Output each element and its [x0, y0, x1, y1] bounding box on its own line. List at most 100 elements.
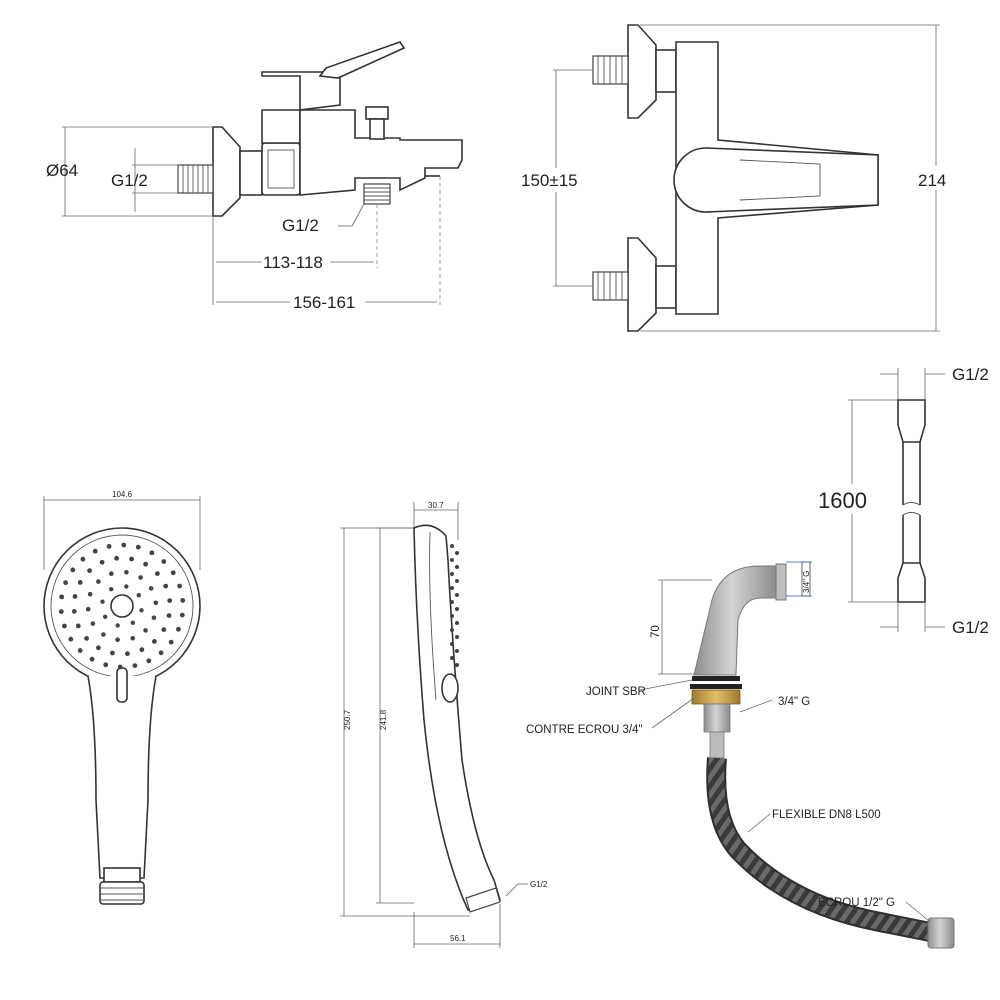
nozzle-dot — [177, 583, 183, 589]
nozzle-dot — [138, 575, 143, 580]
side-nozzle-dot — [450, 628, 454, 632]
nozzle-dot — [161, 627, 167, 632]
height-label: 214 — [918, 171, 946, 190]
side-nozzle-dot — [455, 593, 459, 597]
nozzle-dot — [167, 598, 173, 603]
nut-label: ECROU 1/2" G — [818, 897, 895, 909]
hose-top-thread-label: G1/2 — [952, 365, 989, 384]
mixer-front-view: 150±15 214 — [521, 24, 946, 332]
lock-nut-label: CONTRE ECROU 3/4" — [526, 724, 643, 736]
outlet-thread-label: G1/2 — [282, 216, 319, 235]
nozzle-dot — [87, 568, 92, 573]
nozzle-dot — [179, 612, 185, 618]
nozzle-dot — [149, 550, 155, 556]
nozzle-dot — [136, 593, 141, 598]
nozzle-dot — [77, 580, 83, 585]
dimension-long-label: 156-161 — [293, 293, 355, 312]
side-nozzle-pattern — [450, 544, 459, 667]
nozzle-dot — [89, 656, 95, 662]
nozzle-dot — [121, 542, 127, 548]
diameter-label: Ø64 — [46, 161, 78, 180]
side-nozzle-dot — [455, 565, 459, 569]
nozzle-dot — [135, 544, 141, 550]
hose-bottom-thread-label: G1/2 — [952, 618, 989, 637]
nozzle-dot — [155, 571, 160, 576]
nozzle-dot — [106, 544, 112, 549]
nozzle-dot — [161, 559, 167, 564]
nozzle-dot — [90, 621, 96, 626]
hand-shower-front-view: 104.6 — [43, 490, 201, 905]
flexible-label: FLEXIBLE DN8 L500 — [772, 809, 881, 821]
nozzle-dot — [96, 645, 101, 651]
nozzle-dot — [114, 555, 119, 561]
nozzle-dot — [170, 570, 176, 576]
nozzle-dot — [124, 570, 129, 575]
side-total-length-label: 250.7 — [343, 709, 352, 730]
side-nozzle-dot — [455, 649, 459, 653]
nozzle-dot — [158, 650, 164, 656]
nozzle-dot — [59, 594, 65, 600]
nozzle-dot — [87, 591, 93, 597]
connector-thread-label: 3/4" G — [778, 696, 810, 708]
side-nozzle-dot — [450, 656, 454, 660]
connector-assembly: 3/4" G 70 JOINT SBR CONTRE ECROU 3/4" 3/… — [526, 561, 955, 949]
nozzle-dot — [129, 556, 135, 562]
side-nozzle-dot — [450, 642, 454, 646]
nozzle-dot — [84, 636, 89, 641]
nozzle-dot — [117, 664, 123, 670]
nozzle-dot — [72, 594, 78, 599]
nozzle-dot — [125, 651, 130, 657]
mixer-side-view: Ø64 G1/2 G1/2 113-118 156-161 — [46, 41, 463, 312]
dimension-short-label: 113-118 — [263, 253, 323, 272]
side-nozzle-dot — [450, 600, 454, 604]
nozzle-dot — [77, 648, 83, 653]
nozzle-dot — [101, 632, 106, 637]
nozzle-dot — [99, 559, 105, 565]
nozzle-dot — [80, 556, 86, 562]
side-base-width-label: 56.1 — [450, 934, 466, 943]
nozzle-dot — [62, 623, 67, 629]
nozzle-dot — [130, 620, 135, 625]
nozzle-dot — [168, 639, 174, 645]
side-nozzle-dot — [450, 544, 454, 548]
side-inner-length-label: 241.8 — [379, 709, 388, 730]
nozzle-dot — [153, 600, 159, 606]
nozzle-dot — [143, 561, 149, 567]
nozzle-dot — [132, 663, 138, 668]
hose-length-label: 1600 — [818, 488, 867, 513]
side-nozzle-dot — [455, 663, 459, 667]
side-nozzle-dot — [455, 579, 459, 583]
nozzle-dot — [70, 567, 76, 573]
nozzle-dot — [180, 598, 186, 603]
nozzle-dot — [68, 636, 74, 642]
connector-side-thread-label: 3/4" G — [802, 571, 811, 593]
side-nozzle-dot — [450, 558, 454, 562]
nozzle-pattern — [58, 542, 186, 670]
nozzle-dot — [143, 628, 148, 633]
nozzle-dot — [92, 548, 98, 554]
nozzle-dot — [163, 583, 169, 589]
nozzle-dot — [152, 639, 157, 644]
nozzle-dot — [124, 584, 129, 589]
nozzle-dot — [109, 571, 114, 576]
nozzle-dot — [166, 613, 172, 618]
nozzle-dot — [96, 579, 101, 584]
side-nozzle-dot — [455, 621, 459, 625]
shower-hose-drawing: G1/2 1600 G1/2 — [818, 365, 989, 637]
side-nozzle-dot — [450, 614, 454, 618]
nozzle-dot — [151, 615, 157, 621]
center-distance-label: 150±15 — [521, 171, 578, 190]
head-width-label: 104.6 — [112, 490, 133, 499]
nozzle-dot — [63, 580, 68, 586]
nozzle-dot — [130, 636, 135, 641]
nozzle-dot — [148, 586, 154, 591]
nozzle-dot — [71, 609, 77, 614]
nozzle-dot — [85, 606, 91, 612]
nozzle-dot — [115, 637, 120, 642]
side-nozzle-dot — [455, 551, 459, 555]
side-nozzle-dot — [455, 607, 459, 611]
nozzle-dot — [103, 662, 109, 668]
nozzle-dot — [110, 650, 115, 656]
inlet-thread-label: G1/2 — [111, 171, 148, 190]
